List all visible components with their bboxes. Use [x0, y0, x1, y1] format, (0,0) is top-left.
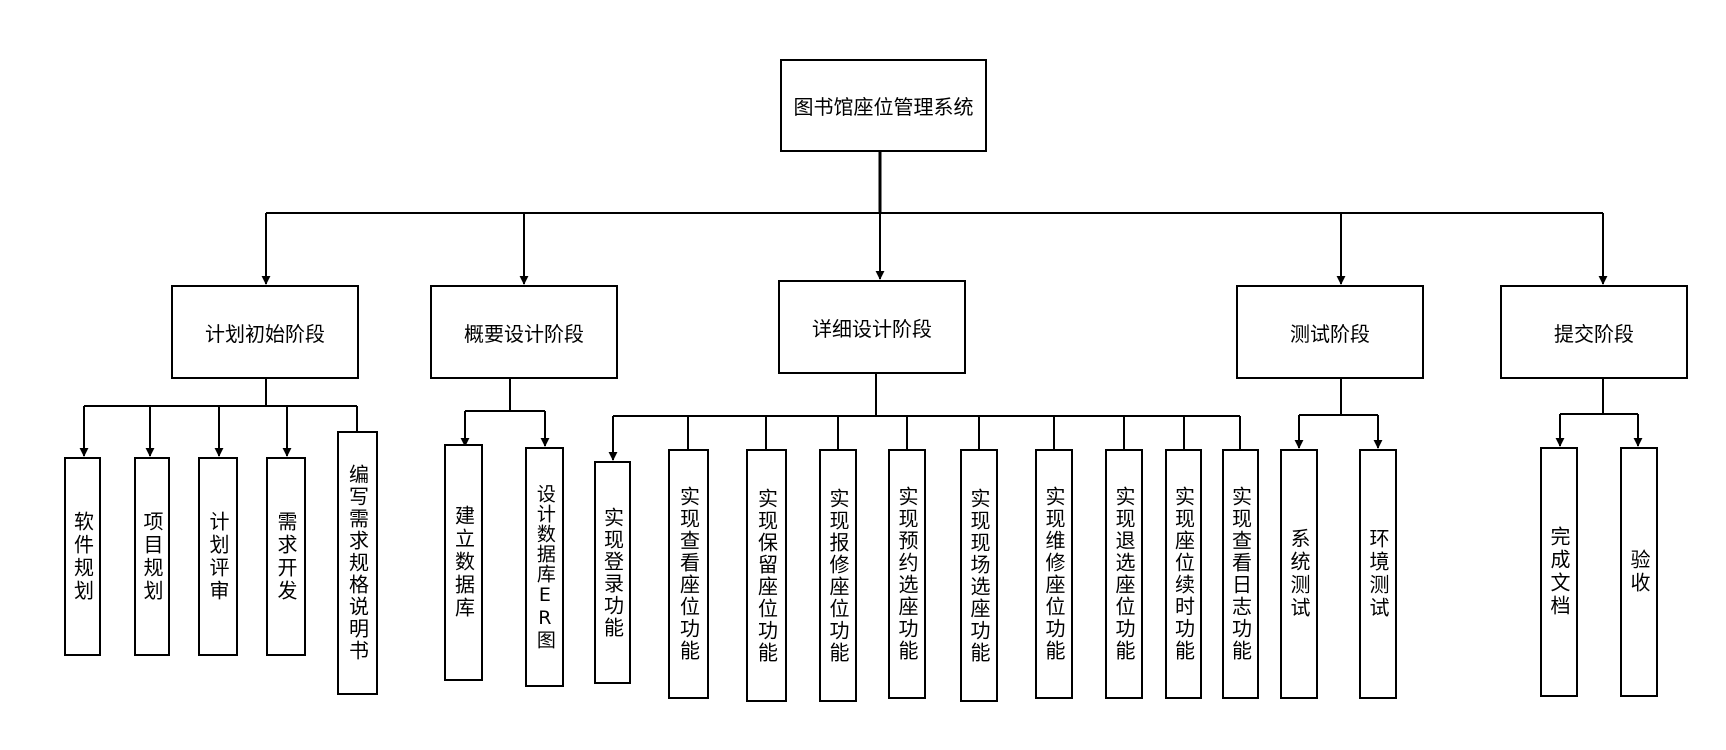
task-book-seat: 实现预约选座功能	[888, 449, 926, 699]
phase-detail: 详细设计阶段	[778, 280, 966, 374]
task-view-seats: 实现查看座位功能	[668, 449, 709, 699]
task-reserve-seat: 实现保留座位功能	[746, 449, 787, 702]
task-maintain-seat: 实现维修座位功能	[1035, 449, 1073, 699]
task-finish-docs: 完成文档	[1540, 447, 1578, 697]
phase-plan: 计划初始阶段	[171, 285, 359, 379]
root-node: 图书馆座位管理系统	[780, 59, 987, 152]
task-write-srs: 编写需求规格说明书	[337, 431, 378, 695]
task-system-test: 系统测试	[1280, 449, 1318, 699]
task-report-repair: 实现报修座位功能	[819, 449, 857, 702]
task-requirements-dev: 需求开发	[266, 457, 306, 656]
task-cancel-seat: 实现退选座位功能	[1105, 449, 1143, 699]
task-extend-seat: 实现座位续时功能	[1165, 449, 1202, 699]
task-build-database: 建立数据库	[444, 444, 483, 681]
task-plan-review: 计划评审	[198, 457, 238, 656]
task-software-planning: 软件规划	[64, 457, 101, 656]
phase-submit: 提交阶段	[1500, 285, 1688, 379]
task-env-test: 环境测试	[1359, 449, 1397, 699]
task-login: 实现登录功能	[594, 461, 631, 684]
task-onsite-select: 实现现场选座功能	[960, 449, 998, 702]
task-design-er: 设计数据库ER图	[525, 447, 564, 687]
task-project-planning: 项目规划	[134, 457, 170, 656]
task-view-log: 实现查看日志功能	[1222, 449, 1259, 699]
phase-outline: 概要设计阶段	[430, 285, 618, 379]
phase-test: 测试阶段	[1236, 285, 1424, 379]
task-acceptance: 验收	[1620, 447, 1658, 697]
